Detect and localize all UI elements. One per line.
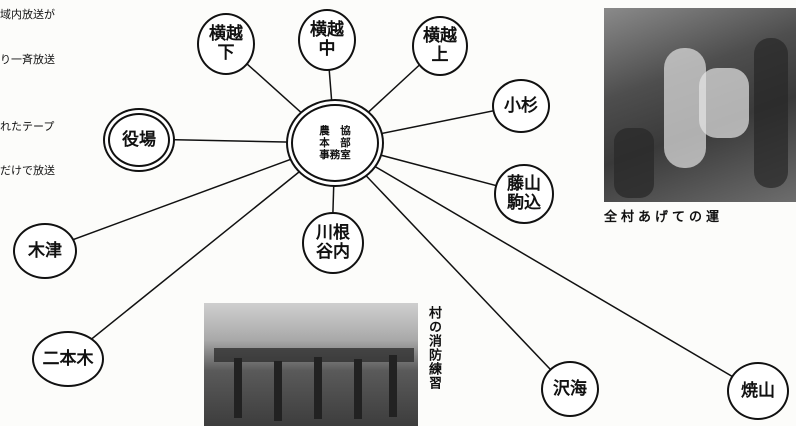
body-text-line-4: だけで放送 <box>0 164 55 177</box>
node-yokokami: 横越上 <box>412 16 468 76</box>
link-yakeyama <box>334 142 758 392</box>
body-text-line-1: 域内放送が <box>0 8 55 21</box>
node-sawaumi: 沢海 <box>541 361 599 417</box>
node-yokonaka: 横越中 <box>298 9 356 71</box>
node-yakeyama: 焼山 <box>727 362 789 420</box>
photo-crowd <box>604 8 796 202</box>
link-sawaumi <box>334 142 570 390</box>
node-yakuba: 役場 <box>108 113 170 167</box>
node-kosugi: 小杉 <box>492 79 550 133</box>
node-kizu: 木津 <box>13 223 77 279</box>
photo-right-caption: 全村あげての運 <box>604 210 724 225</box>
body-text-line-2: り一斉放送 <box>0 53 55 66</box>
photo-bottom-caption: 村の消防練習 <box>426 306 441 390</box>
node-hub-nokyo: 農 協本 部事務室 <box>291 104 379 182</box>
node-nihongi: 二本木 <box>32 331 104 387</box>
link-nihongi <box>67 142 336 359</box>
node-kawane-yachi: 川根谷内 <box>302 212 364 274</box>
body-text-line-3: れたテープ <box>0 120 55 133</box>
link-kizu <box>44 142 336 251</box>
node-yokoshimo: 横越下 <box>197 13 255 75</box>
node-fujiyama-komagome: 藤山駒込 <box>494 164 554 224</box>
photo-fire-drill <box>204 303 418 426</box>
